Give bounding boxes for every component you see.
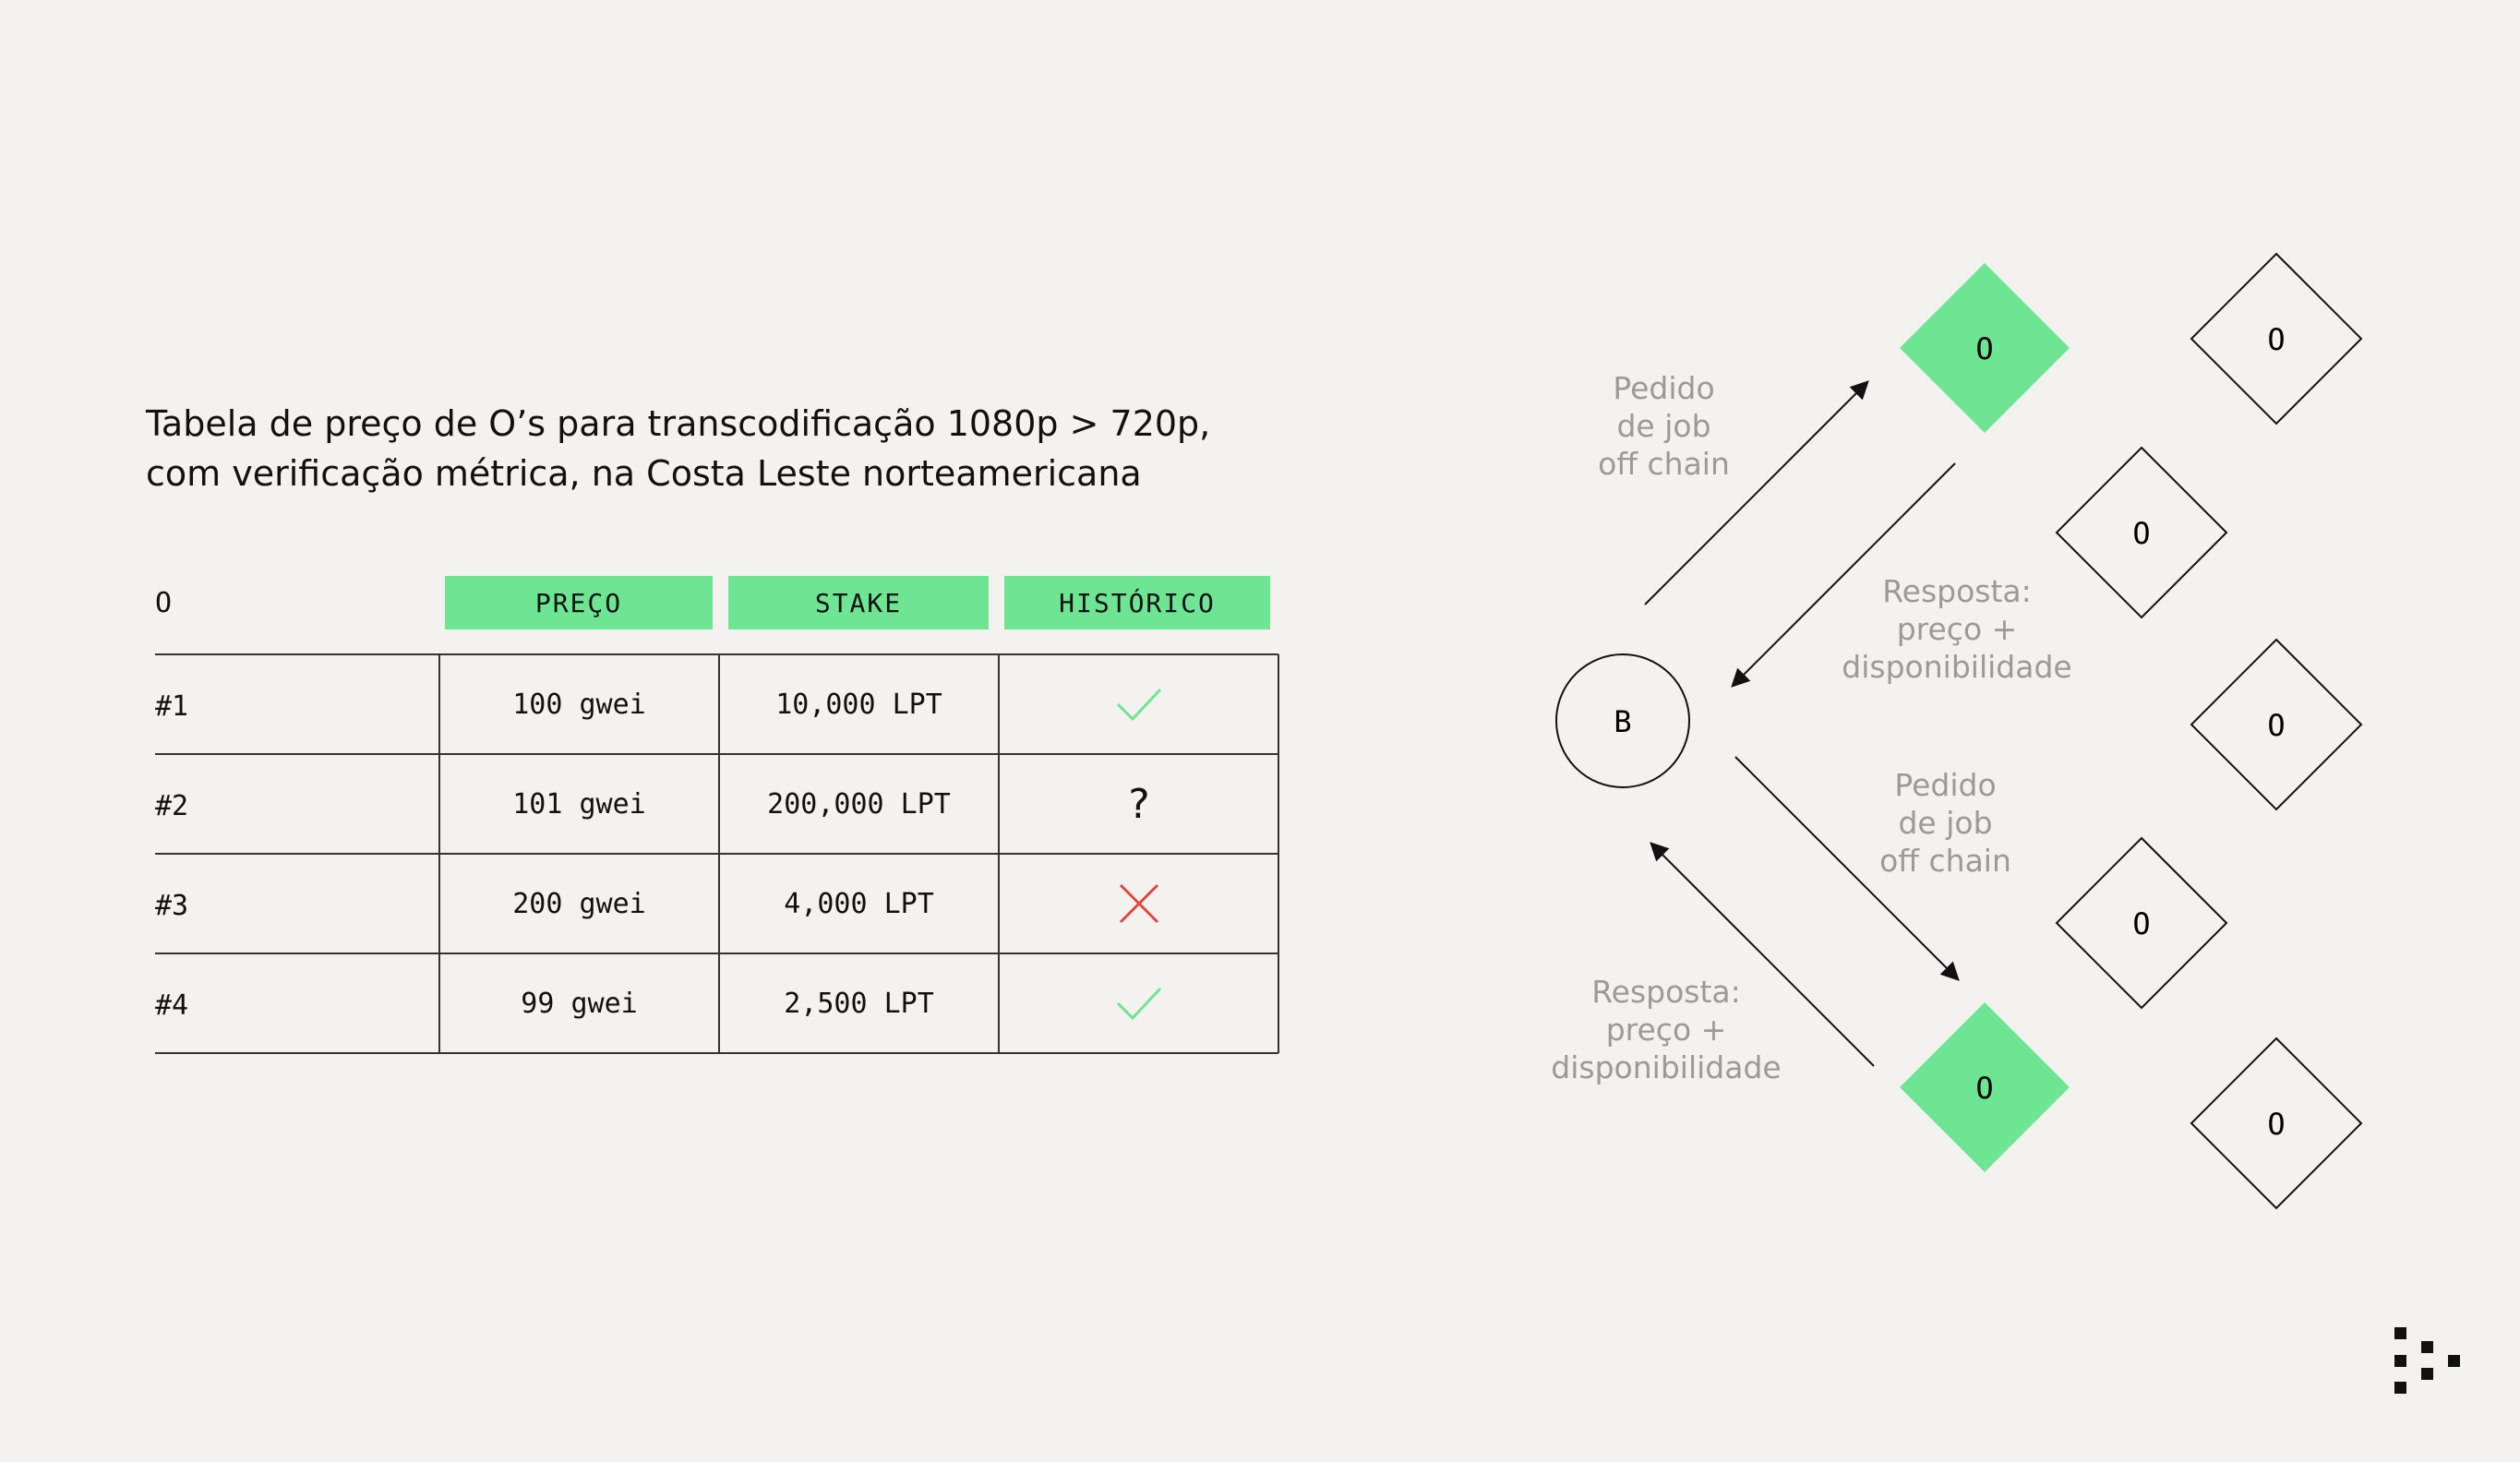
label-line: de job — [1616, 408, 1711, 444]
label-line: disponibilidade — [1842, 649, 2072, 685]
row-1-price: 100 gwei — [512, 688, 646, 721]
arrow-response-bottom — [1650, 842, 1875, 1067]
arrow-response-top — [1731, 462, 1956, 688]
orchestrator-node-top-highlight: O — [1900, 263, 2070, 433]
row-3-price: 200 gwei — [512, 887, 646, 920]
label-line: preço + — [1605, 1012, 1727, 1048]
label-line: Resposta: — [1591, 974, 1741, 1010]
orchestrator-label: O — [2132, 906, 2150, 941]
row-3-id: #3 — [155, 890, 189, 922]
orchestrator-label: O — [2132, 516, 2150, 551]
row-2-id: #2 — [155, 790, 189, 822]
page-title: Tabela de preço de O’s para transcodific… — [146, 399, 1346, 498]
orchestrator-label: O — [1975, 331, 1993, 366]
label-line: disponibilidade — [1551, 1049, 1782, 1085]
orchestrator-node — [2190, 252, 2363, 425]
label-line: preço + — [1896, 611, 2018, 647]
header-history: HISTÓRICO — [1004, 576, 1270, 629]
table-corner-label: O — [155, 587, 173, 619]
row-1-stake: 10,000 LPT — [775, 688, 942, 721]
label-request-top: Pedido de job off chain — [1569, 369, 1758, 483]
label-line: Pedido — [1894, 767, 1997, 803]
header-price: PREÇO — [445, 576, 713, 629]
orchestrator-node — [2055, 836, 2228, 1010]
orchestrator-label: O — [2267, 708, 2285, 743]
label-line: Pedido — [1613, 370, 1715, 406]
row-4-id: #4 — [155, 989, 189, 1022]
row-4-stake: 2,500 LPT — [784, 987, 934, 1020]
row-4-history — [999, 953, 1278, 1053]
orchestrator-node — [2190, 1037, 2363, 1210]
header-stake: STAKE — [728, 576, 989, 629]
orchestrator-node — [2190, 638, 2363, 811]
broadcaster-label: B — [1614, 704, 1631, 739]
orchestrator-node — [2055, 446, 2228, 619]
row-2-stake: 200,000 LPT — [767, 787, 951, 821]
orchestrator-label: O — [2267, 322, 2285, 357]
arrow-request-bottom — [1734, 756, 1960, 981]
livepeer-logo-icon — [2394, 1327, 2460, 1394]
label-response-bottom: Resposta: preço + disponibilidade — [1532, 973, 1800, 1086]
orchestrator-label: O — [2267, 1107, 2285, 1142]
title-line-2: com verificação métrica, na Costa Leste … — [146, 453, 1142, 494]
label-line: Resposta: — [1882, 573, 2032, 609]
row-4-price: 99 gwei — [521, 987, 638, 1020]
check-icon — [1116, 688, 1161, 722]
arrow-request-top — [1644, 380, 1869, 605]
broadcaster-node: B — [1555, 653, 1690, 788]
orchestrator-label: O — [1975, 1071, 1993, 1106]
row-1-id: #1 — [155, 690, 189, 723]
row-2-price: 101 gwei — [512, 787, 646, 821]
title-line-1: Tabela de preço de O’s para transcodific… — [146, 403, 1211, 444]
question-icon: ? — [1126, 780, 1151, 828]
check-icon — [1116, 987, 1161, 1021]
row-3-stake: 4,000 LPT — [784, 887, 934, 920]
label-request-bottom: Pedido de job off chain — [1846, 766, 2045, 880]
cross-icon — [1119, 883, 1158, 924]
row-3-history — [999, 854, 1278, 953]
row-1-history — [999, 654, 1278, 754]
orchestrator-node-bottom-highlight: O — [1900, 1002, 2070, 1172]
label-response-top: Resposta: preço + disponibilidade — [1823, 572, 2091, 686]
label-line: de job — [1898, 805, 1993, 841]
label-line: off chain — [1879, 843, 2011, 879]
label-line: off chain — [1598, 446, 1730, 482]
